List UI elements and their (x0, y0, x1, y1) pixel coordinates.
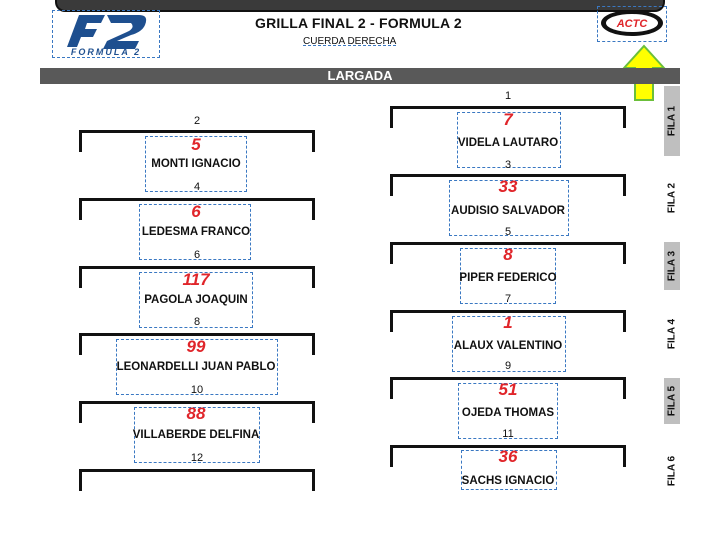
driver-name: LEONARDELLI JUAN PABLO (116, 361, 276, 373)
driver-name: LEDESMA FRANCO (141, 226, 251, 238)
page-title: GRILLA FINAL 2 - FORMULA 2 (255, 15, 462, 31)
grid-position: 5 (504, 226, 512, 238)
formula2-logo-text: FORMULA 2 (71, 47, 141, 57)
grid-position: 10 (190, 384, 204, 396)
grid-slot (390, 106, 626, 128)
actc-logo-text: ACTC (616, 18, 649, 30)
driver-name: SACHS IGNACIO (461, 475, 555, 487)
grid-slot (390, 174, 626, 196)
grid-position: 11 (502, 428, 514, 440)
grid-position: 6 (193, 249, 201, 261)
driver-box (116, 339, 278, 395)
grid-position: 4 (193, 181, 201, 193)
car-number: 33 (498, 177, 518, 196)
driver-name: VILLABERDE DELFINA (132, 429, 260, 441)
row-label-fila-4: FILA 4 (666, 318, 678, 350)
driver-name: ALAUX VALENTINO (453, 340, 563, 352)
grid-slot (79, 401, 315, 423)
grid-slot (79, 266, 315, 288)
grid-slot (79, 333, 315, 355)
grid-slot (79, 469, 315, 491)
grid-position: 9 (504, 360, 512, 372)
formula2-logo: FORMULA 2 (52, 10, 160, 58)
car-number: 36 (498, 447, 518, 466)
driver-name: PIPER FEDERICO (459, 272, 557, 284)
row-label-fila-2: FILA 2 (666, 182, 678, 214)
grid-position: 1 (504, 90, 512, 102)
driver-name: OJEDA THOMAS (461, 407, 555, 419)
actc-logo: ACTC (597, 6, 667, 42)
car-number: 6 (191, 202, 201, 221)
grid-position: 12 (190, 452, 204, 464)
driver-box (452, 316, 566, 372)
banner-largada: LARGADA (40, 68, 680, 84)
row-label-fila-1: FILA 1 (664, 86, 680, 156)
car-number: 51 (498, 380, 518, 399)
page-subtitle: CUERDA DERECHA (303, 36, 397, 47)
grid-position: 3 (504, 159, 512, 171)
driver-name: VIDELA LAUTARO (457, 137, 559, 149)
car-number: 8 (503, 245, 513, 264)
driver-box (139, 204, 251, 260)
driver-box (457, 112, 561, 168)
driver-box (461, 450, 557, 490)
row-label-fila-5: FILA 5 (664, 378, 680, 424)
car-number: 5 (191, 135, 201, 154)
car-number: 99 (186, 337, 206, 356)
driver-box (145, 136, 247, 192)
row-label-fila-3: FILA 3 (664, 242, 680, 290)
driver-name: MONTI IGNACIO (151, 158, 241, 170)
driver-box (458, 383, 558, 439)
driver-box (139, 272, 253, 328)
driver-box (449, 180, 569, 236)
driver-box (460, 248, 556, 304)
grid-slot (79, 198, 315, 220)
grid-position: 7 (504, 293, 512, 305)
row-label-fila-6: FILA 6 (666, 455, 678, 487)
car-number: 1 (503, 313, 513, 332)
grid-slot (390, 310, 626, 332)
grid-slot (390, 445, 626, 467)
driver-name: AUDISIO SALVADOR (451, 205, 565, 217)
grid-slot (79, 130, 315, 152)
grid-position: 2 (193, 115, 201, 127)
driver-box (134, 407, 260, 463)
grid-slot (390, 377, 626, 399)
car-number: 88 (186, 404, 206, 423)
driver-name: PAGOLA JOAQUIN (144, 294, 248, 306)
car-number: 117 (182, 270, 210, 289)
grid-slot (390, 242, 626, 264)
car-number: 7 (503, 110, 513, 129)
grid-position: 8 (193, 316, 201, 328)
